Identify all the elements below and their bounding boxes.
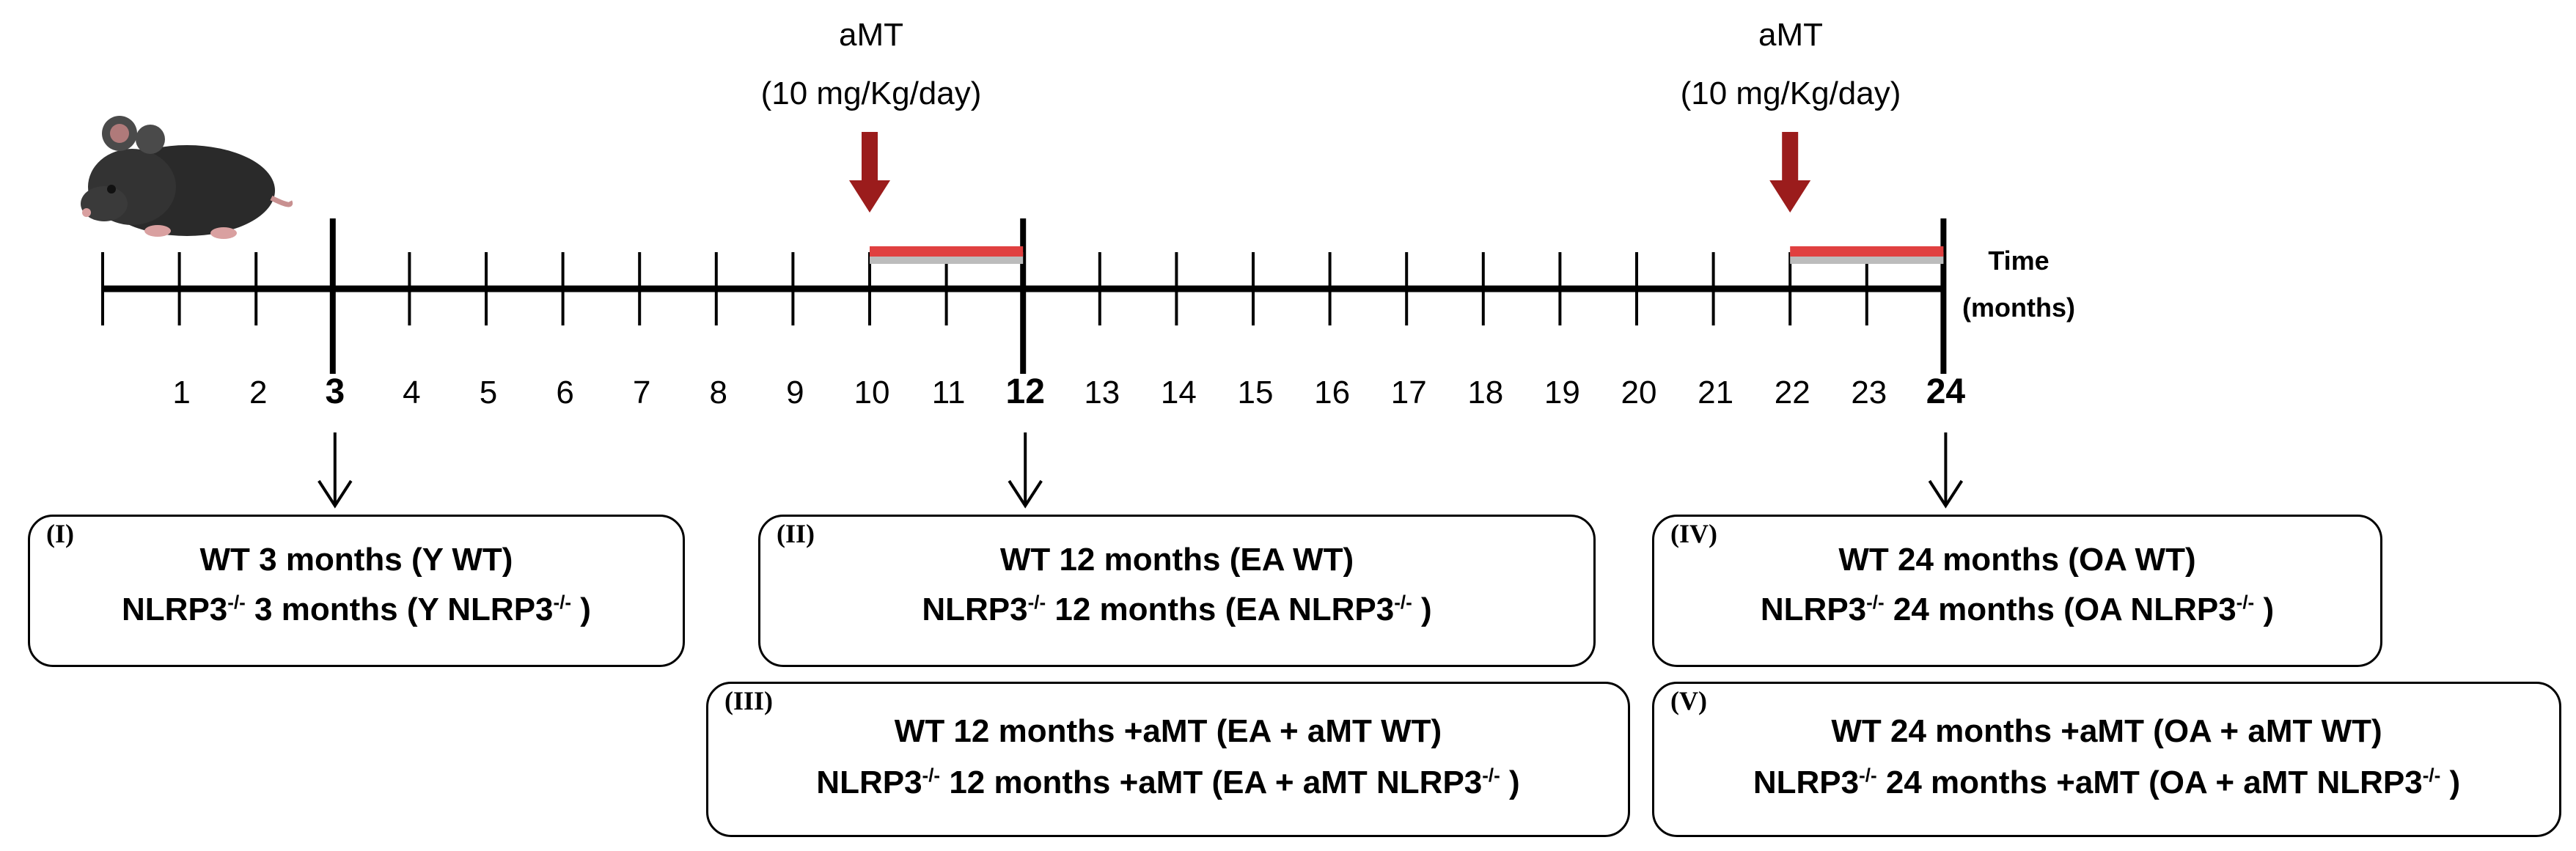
month-label-22: 22 — [1775, 375, 1810, 410]
treatment-period-2 — [1790, 246, 1944, 257]
group-box-II: (II) WT 12 months (EA WT) NLRP3-/- 12 mo… — [758, 515, 1596, 667]
group-ko-line: NLRP3-/- 12 months (EA NLRP3-/- ) — [922, 591, 1432, 627]
group-ko-line: NLRP3-/- 24 months (OA NLRP3-/- ) — [1760, 591, 2275, 627]
group-numeral: (V) — [1670, 686, 1707, 715]
sampling-arrow-3 — [318, 432, 353, 509]
month-label-6: 6 — [556, 375, 573, 410]
mouse-icon — [81, 116, 293, 239]
treatment-1-dose: (10 mg/Kg/day) — [761, 75, 982, 111]
group-ko-line: NLRP3-/- 3 months (Y NLRP3-/- ) — [122, 591, 591, 627]
month-label-12: 12 — [1006, 372, 1045, 411]
month-label-4: 4 — [403, 375, 420, 410]
treatment-arrow-1 — [849, 132, 890, 213]
month-label-20: 20 — [1621, 375, 1657, 410]
month-label-3: 3 — [325, 372, 345, 411]
treatment-arrow-head — [1769, 180, 1811, 213]
month-label-18: 18 — [1467, 375, 1503, 410]
group-wt-line: WT 24 months +aMT (OA + aMT WT) — [1831, 713, 2382, 749]
group-ko-line: NLRP3-/- 12 months +aMT (EA + aMT NLRP3-… — [816, 764, 1520, 800]
month-label-9: 9 — [786, 375, 804, 410]
treatment-periods — [870, 246, 1944, 264]
group-numeral: (IV) — [1670, 519, 1717, 548]
sampling-arrow-24 — [1928, 432, 1964, 509]
month-label-17: 17 — [1391, 375, 1427, 410]
group-wt-line: WT 12 months +aMT (EA + aMT WT) — [894, 713, 1442, 749]
group-wt-line: WT 3 months (Y WT) — [199, 542, 513, 578]
month-label-11: 11 — [932, 375, 966, 410]
month-label-5: 5 — [480, 375, 497, 410]
treatment-arrows — [849, 132, 1811, 213]
treatment-2-dose: (10 mg/Kg/day) — [1681, 75, 1901, 111]
group-numeral: (III) — [724, 686, 774, 715]
treatment-arrow-2 — [1769, 132, 1811, 213]
time-axis-label-line2: (months) — [1962, 292, 2075, 323]
month-label-10: 10 — [854, 375, 890, 410]
group-wt-line: WT 12 months (EA WT) — [999, 542, 1354, 578]
sampling-arrow-head — [1008, 479, 1043, 509]
time-axis-label-line1: Time — [1988, 246, 2049, 276]
group-box-IV: (IV) WT 24 months (OA WT) NLRP3-/- 24 mo… — [1652, 515, 2382, 667]
month-label-7: 7 — [633, 375, 650, 410]
treatment-2-name: aMT — [1758, 17, 1823, 53]
month-label-16: 16 — [1314, 375, 1350, 410]
month-label-23: 23 — [1851, 375, 1887, 410]
group-numeral: (I) — [46, 519, 74, 548]
sampling-arrow-head — [1928, 479, 1964, 509]
group-numeral: (II) — [777, 519, 815, 548]
treatment-1-name: aMT — [839, 17, 903, 53]
month-label-8: 8 — [710, 375, 727, 410]
group-wt-line: WT 24 months (OA WT) — [1838, 542, 2196, 578]
sampling-arrows — [318, 432, 1964, 509]
month-label-19: 19 — [1544, 375, 1580, 410]
month-label-15: 15 — [1238, 375, 1274, 410]
group-box-I: (I) WT 3 months (Y WT) NLRP3-/- 3 months… — [28, 515, 685, 667]
month-label-14: 14 — [1161, 375, 1197, 410]
treatment-arrow-head — [849, 180, 890, 213]
group-box-V: (V) WT 24 months +aMT (OA + aMT WT) NLRP… — [1652, 682, 2561, 837]
month-label-24: 24 — [1926, 372, 1966, 411]
treatment-arrow-shaft — [1782, 132, 1799, 183]
month-label-1: 1 — [172, 375, 190, 410]
treatment-period-1 — [870, 246, 1024, 257]
month-label-21: 21 — [1698, 375, 1733, 410]
month-label-2: 2 — [249, 375, 267, 410]
treatment-arrow-shaft — [862, 132, 878, 183]
sampling-arrow-head — [318, 479, 353, 509]
group-ko-line: NLRP3-/- 24 months +aMT (OA + aMT NLRP3-… — [1753, 764, 2461, 800]
group-box-III: (III) WT 12 months +aMT (EA + aMT WT) NL… — [706, 682, 1630, 837]
month-label-13: 13 — [1084, 375, 1120, 410]
month-ticks — [101, 218, 1947, 374]
sampling-arrow-12 — [1008, 432, 1043, 509]
